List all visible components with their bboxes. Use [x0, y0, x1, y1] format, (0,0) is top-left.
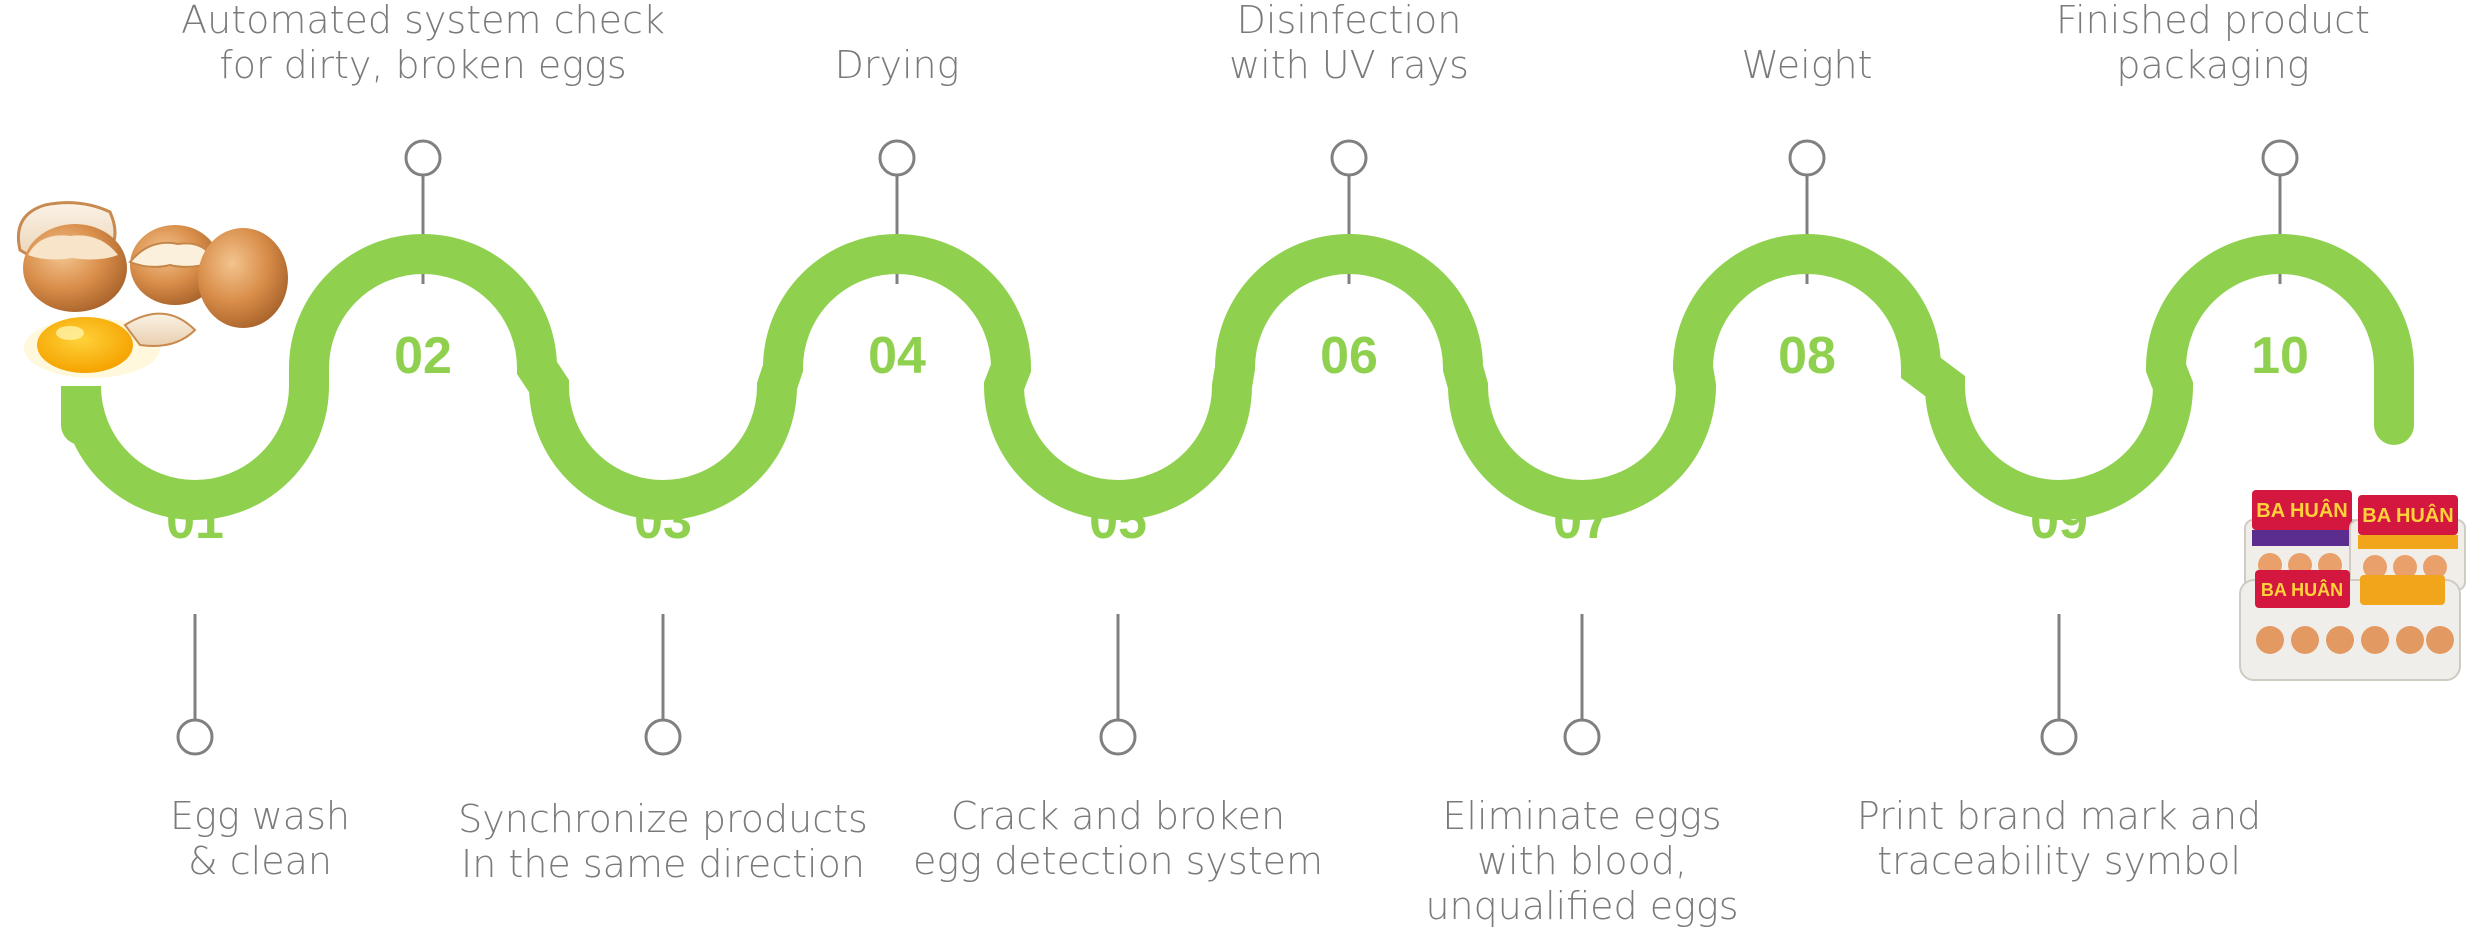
- step-02-caption-line: Automated system check: [181, 0, 665, 42]
- step-08-number: 08: [1778, 327, 1836, 385]
- step-10-caption-line: packaging: [2116, 43, 2310, 87]
- step-06-number: 06: [1320, 327, 1378, 385]
- step-10-caption-line: Finished product: [2056, 0, 2370, 42]
- step-06-caption-line: with UV rays: [1229, 43, 1469, 87]
- step-06-connector-node: [1330, 139, 1368, 177]
- step-01-number: 01: [166, 492, 224, 550]
- step-04-connector-node: [878, 139, 916, 177]
- step-03-number: 03: [634, 492, 692, 550]
- green-process-path: [61, 234, 2414, 520]
- step-10-connector-node: [2261, 139, 2299, 177]
- step-05-caption-line: egg detection system: [913, 839, 1323, 883]
- step-07-number: 07: [1553, 492, 1611, 550]
- step-04-number: 04: [868, 327, 926, 385]
- step-01-connector-node: [176, 718, 214, 756]
- eggs-with-cracked-shells-and-yolk-image: [16, 201, 288, 378]
- step-07-caption-line: Eliminate eggs: [1442, 794, 1722, 838]
- step-05-number: 05: [1089, 492, 1147, 550]
- svg-text:BA HUÂN: BA HUÂN: [2256, 498, 2347, 522]
- svg-text:BA HUÂN: BA HUÂN: [2362, 503, 2453, 527]
- step-06-caption-line: Disinfection: [1236, 0, 1462, 42]
- step-04-caption-line: Drying: [834, 43, 960, 87]
- step-07-caption-line: with blood,: [1476, 839, 1688, 883]
- step-02-caption-line: for dirty, broken eggs: [219, 43, 627, 87]
- step-03-caption-line: In the same direction: [461, 842, 865, 886]
- step-01-caption: Egg wash& clean: [0, 794, 520, 884]
- step-07-caption-line: unqualified eggs: [1425, 884, 1739, 928]
- step-07-connector-node: [1563, 718, 1601, 756]
- step-01-caption-line: Egg wash: [170, 794, 350, 838]
- step-05-caption-line: Crack and broken: [950, 794, 1286, 838]
- step-08-caption-line: Weight: [1741, 43, 1873, 87]
- svg-text:BA HUÂN: BA HUÂN: [2261, 579, 2343, 600]
- step-08-caption: Weight: [1547, 43, 2067, 88]
- step-09-caption-line: Print brand mark and: [1856, 794, 2262, 838]
- step-03-connector-node: [644, 718, 682, 756]
- step-01-caption-line: & clean: [188, 839, 332, 883]
- step-04-caption: Drying: [637, 43, 1157, 88]
- step-02-connector-node: [404, 139, 442, 177]
- step-09-caption-line: traceability symbol: [1877, 839, 2241, 883]
- ba-huan-egg-carton-packages-image: BA HUÂN BA HUÂN BA HUÂN: [2239, 490, 2466, 681]
- step-08-connector-node: [1788, 139, 1826, 177]
- step-09-number: 09: [2030, 492, 2088, 550]
- step-05-connector-node: [1099, 718, 1137, 756]
- step-03-caption-line: Synchronize products: [458, 797, 868, 841]
- step-10-number: 10: [2251, 327, 2309, 385]
- step-02-number: 02: [394, 327, 452, 385]
- step-09-connector-node: [2040, 718, 2078, 756]
